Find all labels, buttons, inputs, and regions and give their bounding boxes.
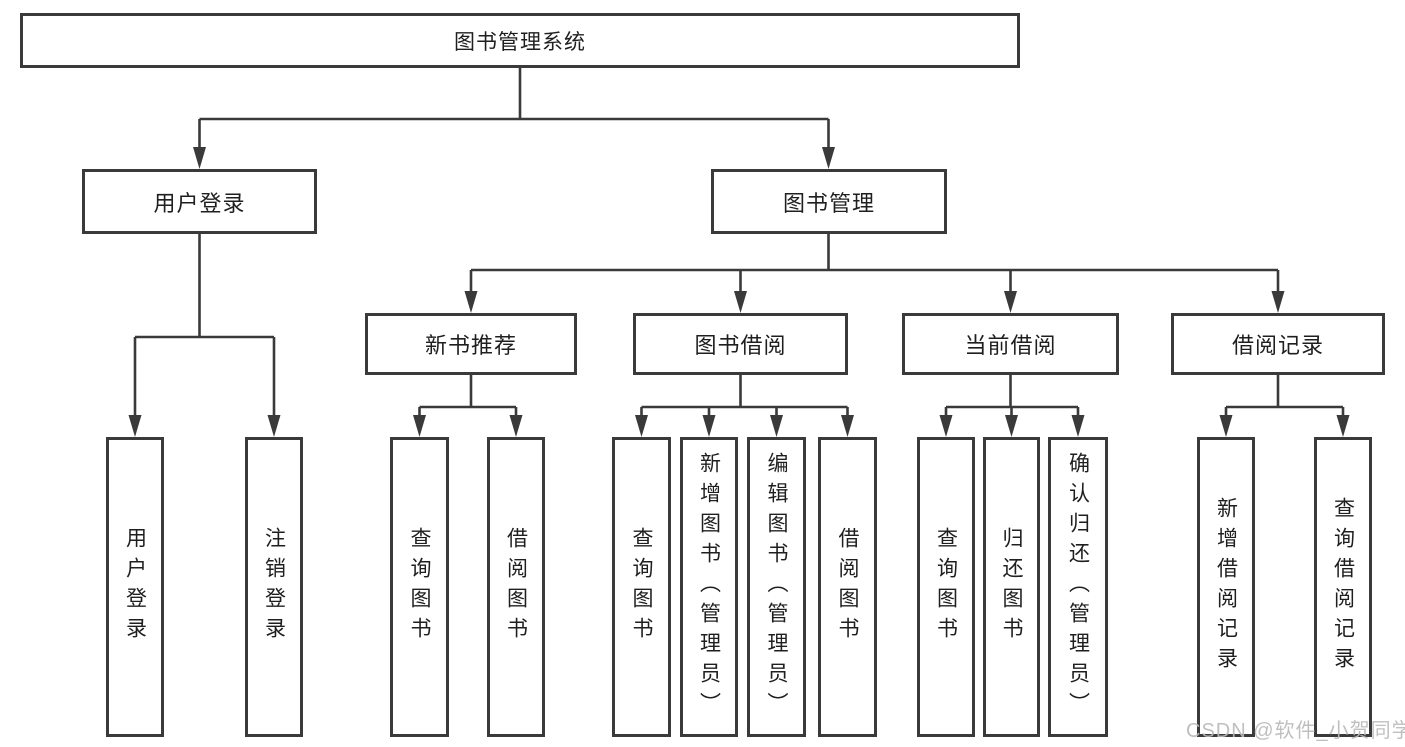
leaf-recommend-borrow-books: 借阅图书 bbox=[487, 437, 545, 737]
node-user-login-label: 用户登录 bbox=[153, 190, 246, 216]
leaf-borrow-query-books: 查询图书 bbox=[612, 437, 671, 737]
leaf-borrow-borrow-books-label: 借阅图书 bbox=[836, 527, 859, 647]
csdn-watermark: CSDN @软件_小贺同学 bbox=[1186, 720, 1405, 742]
leaf-records-add-record: 新增借阅记录 bbox=[1197, 437, 1255, 737]
node-new-book-recommend: 新书推荐 bbox=[365, 313, 577, 375]
node-borrow-records: 借阅记录 bbox=[1171, 313, 1385, 375]
node-root-system: 图书管理系统 bbox=[20, 13, 1020, 68]
leaf-user-login-label: 用户登录 bbox=[123, 527, 147, 647]
node-current-borrow-label: 当前借阅 bbox=[964, 333, 1057, 358]
node-user-login: 用户登录 bbox=[82, 169, 317, 234]
leaf-current-confirm-return-admin: 确认归还（管理员） bbox=[1048, 437, 1108, 737]
node-new-book-recommend-label: 新书推荐 bbox=[424, 333, 517, 358]
leaf-recommend-query-books: 查询图书 bbox=[390, 437, 449, 737]
leaf-logout: 注销登录 bbox=[245, 437, 303, 737]
leaf-user-login: 用户登录 bbox=[106, 437, 164, 737]
leaf-recommend-query-books-label: 查询图书 bbox=[408, 527, 431, 647]
leaf-records-query-record-label: 查询借阅记录 bbox=[1331, 497, 1355, 677]
node-borrow-records-label: 借阅记录 bbox=[1231, 333, 1324, 358]
leaf-borrow-edit-books-admin-label: 编辑图书（管理员） bbox=[765, 452, 788, 722]
leaf-current-query-books-label: 查询图书 bbox=[934, 527, 958, 647]
leaf-logout-label: 注销登录 bbox=[262, 527, 286, 647]
leaf-borrow-add-books-admin-label: 新增图书（管理员） bbox=[697, 452, 721, 722]
leaf-current-return-books-label: 归还图书 bbox=[1000, 527, 1023, 647]
node-book-borrow-label: 图书借阅 bbox=[694, 333, 787, 358]
leaf-borrow-edit-books-admin: 编辑图书（管理员） bbox=[747, 437, 806, 737]
leaf-borrow-query-books-label: 查询图书 bbox=[630, 527, 653, 647]
node-current-borrow: 当前借阅 bbox=[902, 313, 1119, 375]
node-book-management: 图书管理 bbox=[711, 169, 947, 234]
leaf-records-query-record: 查询借阅记录 bbox=[1314, 437, 1372, 737]
leaf-records-add-record-label: 新增借阅记录 bbox=[1214, 497, 1238, 677]
leaf-recommend-borrow-books-label: 借阅图书 bbox=[504, 527, 528, 647]
leaf-current-return-books: 归还图书 bbox=[983, 437, 1040, 737]
node-book-borrow: 图书借阅 bbox=[633, 313, 848, 375]
leaf-borrow-borrow-books: 借阅图书 bbox=[818, 437, 877, 737]
leaf-current-query-books: 查询图书 bbox=[917, 437, 975, 737]
leaf-borrow-add-books-admin: 新增图书（管理员） bbox=[680, 437, 738, 737]
leaf-current-confirm-return-admin-label: 确认归还（管理员） bbox=[1066, 452, 1090, 722]
node-book-management-label: 图书管理 bbox=[782, 190, 875, 216]
node-root-label: 图书管理系统 bbox=[454, 30, 586, 54]
